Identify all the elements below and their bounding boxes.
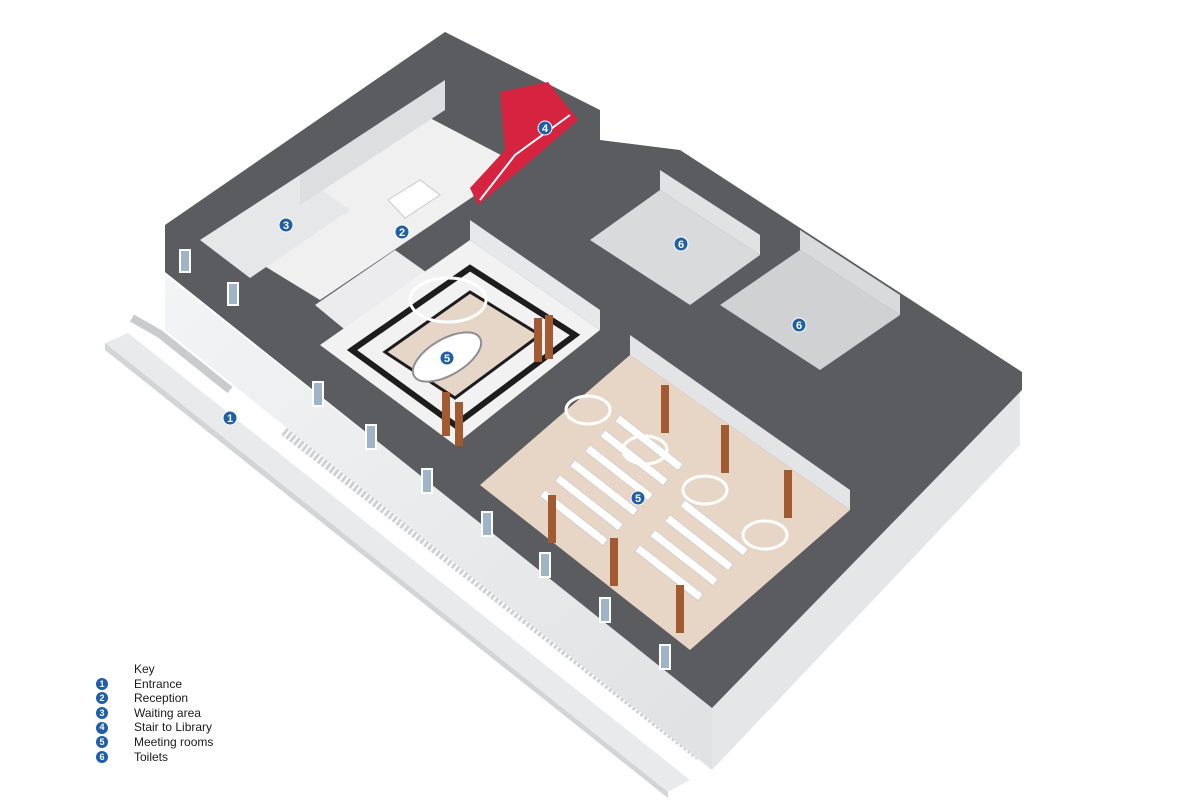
marker-badge-icon: 5 [96,736,108,749]
toilets-floor-east [720,250,900,370]
legend-label: Reception [134,691,189,706]
columns [442,315,792,633]
marker-number: 5 [635,493,641,505]
pavement [105,333,690,792]
front-facade [165,275,712,770]
pavement-edge [105,343,668,798]
room-markers: 1 2 3 4 5 5 6 6 [222,120,807,506]
reception-floor [235,118,520,300]
interior-wall [660,170,760,255]
building-cut-outline [165,32,1022,708]
lobby-floor [315,250,440,338]
stair-to-library [470,82,578,205]
marker-badge-icon [791,317,807,333]
marker-badge-icon: 1 [96,677,108,690]
marker-badge-icon: 3 [96,707,108,720]
marker-badge-icon: 4 [96,721,108,734]
legend-item: 6 Toilets [96,750,213,765]
interior-wall [800,230,900,315]
legend-item: 2 Reception [96,691,213,706]
marker-badge-icon: 6 [96,750,108,763]
marker-badge-icon [394,224,410,240]
meeting-room-small-pattern [346,264,581,429]
marker-badge-icon [439,350,455,366]
marker-badge-icon [222,410,238,426]
legend: Key 1 Entrance 2 Reception 3 Waiting are… [96,662,213,764]
marker-number: 5 [444,353,450,365]
marker-badge-icon [537,120,553,136]
marker-number: 1 [227,413,233,425]
railing [130,314,233,394]
legend-label: Waiting area [134,705,201,720]
legend-item: 5 Meeting rooms [96,735,213,750]
legend-item: 1 Entrance [96,677,213,692]
legend-label: Toilets [134,749,169,764]
marker-number: 6 [678,239,684,251]
marker-badge-icon [630,490,646,506]
interior-wall [470,220,600,330]
legend-item: 4 Stair to Library [96,720,213,735]
marker-number: 3 [283,220,289,232]
legend-label: Stair to Library [134,720,213,735]
legend-label: Entrance [134,676,183,691]
waiting-area-floor [200,175,350,278]
east-facade [712,385,1020,770]
marker-number: 2 [399,227,405,239]
reception-desk [387,179,441,219]
ceiling-lights [564,394,789,551]
marker-badge-icon [673,236,689,252]
marker-badge-icon: 2 [96,692,108,705]
interior-wall [300,80,445,205]
marker-number: 4 [542,123,549,135]
interior-wall [630,335,850,510]
pendant-light [408,276,488,324]
railing-lower [281,425,704,760]
legend-title: Key [134,662,155,676]
meeting-room-large-floor [480,355,850,650]
marker-number: 6 [796,320,802,332]
marker-badge-icon [278,217,294,233]
facade-windows [179,249,671,670]
legend-item: 3 Waiting area [96,706,213,721]
legend-label: Meeting rooms [134,734,214,749]
